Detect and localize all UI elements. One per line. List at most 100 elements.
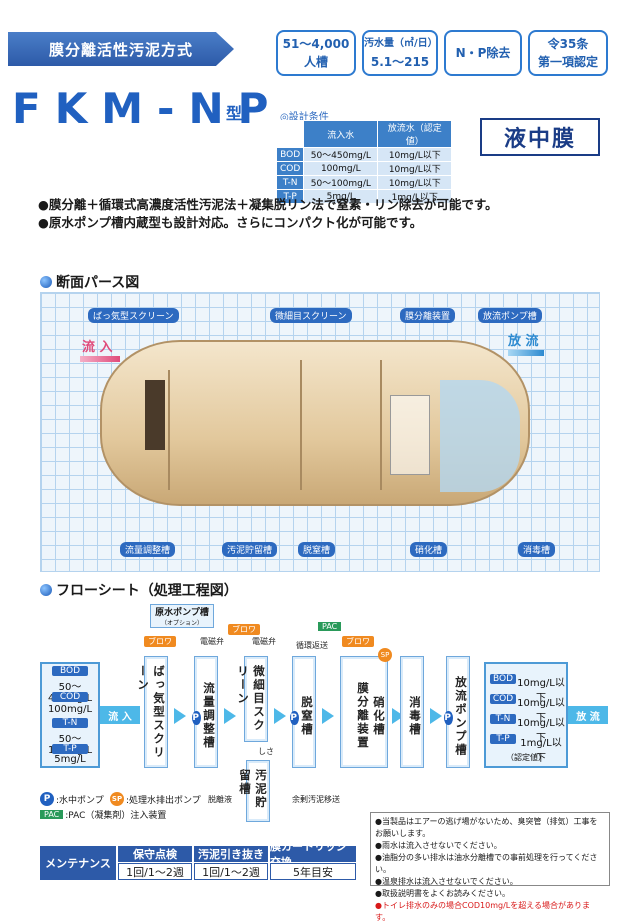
row-out: 10mg/L以下 <box>377 147 453 162</box>
pac-tag: PAC <box>318 622 342 631</box>
outflow-spec-key: COD <box>490 694 516 704</box>
valve-label: 電磁弁 <box>252 637 276 646</box>
bullet-item: ●膜分離＋循環式高濃度活性汚泥法＋凝集脱リン法で窒素・リン除去が可能です。 <box>38 197 498 212</box>
outflow-spec-value: 1mg/L以下 <box>520 738 562 764</box>
inflow-spec-key: T-N <box>52 718 88 728</box>
outflow-spec-value: 10mg/L以下 <box>517 678 565 704</box>
row-key: T-N <box>275 175 305 190</box>
label-denitrification: 脱窒槽 <box>298 542 336 557</box>
capacity-bottom: 人槽 <box>303 55 328 69</box>
raw-pump-option: （オプション） <box>160 620 203 627</box>
cert-spec: 令35条 第一項認定 <box>528 30 608 76</box>
box-label: 硝化槽 <box>372 695 386 737</box>
box-label: 脱窒槽 <box>300 695 314 737</box>
outflow-arrow: 放 流 <box>568 706 608 724</box>
outflow-label: 放 流 <box>508 334 539 349</box>
box-label: 流量調整槽 <box>202 682 216 750</box>
outflow-note: （認定値） <box>506 753 546 762</box>
screen-unit <box>145 380 165 450</box>
row-out: 10mg/L以下 <box>377 161 453 176</box>
outflow-arrow-icon <box>508 350 544 356</box>
pump-icon: P <box>444 711 453 725</box>
notes-box: ●当製品はエアーの逃げ場がないため、臭突管（排気）工事をお願いします。 ●雨水は… <box>370 812 610 922</box>
label-flow-equalization: 流量調整槽 <box>120 542 176 557</box>
flow-arrow-icon <box>174 708 186 724</box>
inflow-arrow: 流 入 <box>100 706 140 724</box>
pump-icon: P <box>40 792 54 806</box>
raw-pump-label: 原水ポンプ槽 <box>155 608 209 618</box>
col-in: 流入水 <box>303 120 379 148</box>
legend-pump: P:水中ポンプ <box>40 792 104 806</box>
note-item: ●雨水は流入させないでください。 <box>375 841 502 850</box>
disinfection-chamber <box>440 380 520 492</box>
row-out: 1mg/L以下 <box>377 189 453 204</box>
col-out: 放流水（認定値） <box>377 120 453 148</box>
row-in: 100mg/L <box>303 161 379 176</box>
note-item: ●当製品はエアーの逃げ場がないため、臭突管（排気）工事をお願いします。 <box>375 817 598 838</box>
note-item: ●油脂分の多い排水は油水分離槽での事前処理を行ってください。 <box>375 853 598 874</box>
row-key: BOD <box>275 147 305 162</box>
partition <box>300 360 302 490</box>
feature-bullets: ●膜分離＋循環式高濃度活性汚泥法＋凝集脱リン法で窒素・リン除去が可能です。 ●原… <box>38 196 498 232</box>
note-item: ●取扱説明書をよくお読みください。 <box>375 889 510 898</box>
label-aeration-screen: ばっ気型スクリーン <box>88 308 179 323</box>
membrane-unit <box>390 395 430 475</box>
flow-arrow-icon <box>274 708 286 724</box>
outflow-spec-key: T-N <box>490 714 516 724</box>
header-banner: 膜分離活性汚泥方式 <box>8 32 234 66</box>
sp-icon: SP <box>110 792 124 806</box>
row-in: 5mg/L <box>303 189 379 204</box>
flow-sheet-heading: フローシート（処理工程図） <box>40 580 238 600</box>
label-disinfection: 消毒槽 <box>518 542 556 557</box>
pump-icon: P <box>192 711 201 725</box>
cert-bottom: 第一項認定 <box>537 55 598 69</box>
row-out: 10mg/L以下 <box>377 175 453 190</box>
box-label: 放流ポンプ槽 <box>454 675 468 757</box>
product-title-suffix: 型 <box>226 104 243 123</box>
maintenance-col: 膜カートリッジ交換 <box>270 840 356 869</box>
valve-label: 電磁弁 <box>200 637 224 646</box>
outflow-spec-key: BOD <box>490 674 516 684</box>
row-key: COD <box>275 161 305 176</box>
note-item-red: ●トイレ排水のみの場合COD10mg/Lを超える場合があります。 <box>375 901 590 922</box>
circulation-label: 循環返送 <box>296 641 328 650</box>
cert-top: 令35条 <box>547 37 589 51</box>
flow-arrow-icon <box>224 708 236 724</box>
flow-arrow-icon <box>430 708 442 724</box>
outflow-spec-value: 10mg/L以下 <box>517 718 565 744</box>
partition <box>168 370 170 490</box>
maintenance-val: 1回/1～2週 <box>118 863 192 880</box>
screenings-label: しさ <box>258 747 274 756</box>
flow-bottom: 5.1～215 <box>370 55 430 69</box>
excess-sludge-label: 余剰汚泥移送 <box>292 795 340 804</box>
raw-pump-box: 原水ポンプ槽 （オプション） <box>150 604 214 628</box>
capacity-spec: 51～4,000 人槽 <box>276 30 356 76</box>
label-discharge-pump: 放流ポンプ槽 <box>478 308 542 323</box>
flow-top: 汚水量（㎥/日） <box>364 38 438 49</box>
row-in: 50～100mg/L <box>303 175 379 190</box>
flow-spec: 汚水量（㎥/日） 5.1～215 <box>362 30 438 76</box>
box-sludge-storage: 汚泥貯留槽 <box>238 760 270 822</box>
inflow-label: 流 入 <box>82 340 113 355</box>
label-fine-screen: 微細目スクリーン <box>270 308 352 323</box>
maintenance-label: メンテナンス <box>40 846 116 880</box>
box-fine-screen: 微細目スクリーン <box>236 656 268 742</box>
maintenance-col: 汚泥引き抜き <box>194 846 268 862</box>
badge-text: 液中膜 <box>503 127 576 152</box>
capacity-top: 51～4,000 <box>282 37 350 51</box>
removal-spec: N・P除去 <box>444 30 522 76</box>
legend-sp: SP:処理水排出ポンプ <box>110 792 201 806</box>
legend-text: :PAC（凝集剤）注入装置 <box>65 811 167 821</box>
label-sludge-storage: 汚泥貯留槽 <box>222 542 278 557</box>
inflow-arrow-icon <box>80 356 120 362</box>
sp-icon: SP <box>378 648 392 662</box>
removal-text: N・P除去 <box>455 46 511 60</box>
inflow-spec-box <box>40 662 100 768</box>
inflow-spec-value: 5mg/L <box>54 754 86 765</box>
